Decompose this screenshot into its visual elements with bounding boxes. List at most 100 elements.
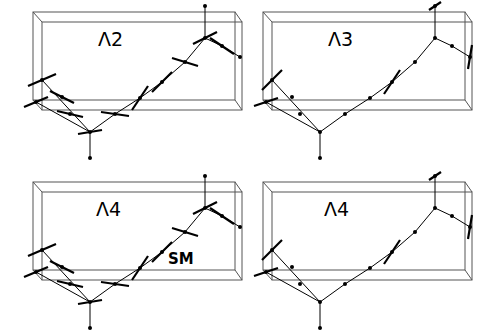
- atom-dot: [433, 174, 437, 178]
- bond-line: [435, 208, 452, 216]
- wireframe-box: [263, 182, 472, 280]
- spin-vector: [193, 202, 217, 214]
- atom-dot: [40, 78, 44, 82]
- atom-dot: [433, 206, 437, 210]
- spin-vector: [254, 268, 278, 276]
- spin-vector: [172, 58, 198, 66]
- spin-vector: [101, 282, 129, 286]
- atom-dot: [468, 225, 472, 229]
- bond-line: [320, 114, 345, 132]
- bond-line: [42, 80, 90, 132]
- atom-dot: [450, 214, 454, 218]
- atom-dot: [343, 112, 347, 116]
- spin-vector: [210, 208, 234, 224]
- atom-dot: [203, 36, 207, 40]
- spin-vector: [50, 261, 74, 273]
- atom-dot: [343, 282, 347, 286]
- spin-vector: [152, 72, 172, 92]
- atom-dot: [138, 96, 142, 100]
- spin-vector: [57, 281, 83, 287]
- atom-dot: [318, 130, 322, 134]
- spin-vector: [254, 98, 278, 106]
- atom-dot: [433, 36, 437, 40]
- atom-dot: [238, 55, 242, 59]
- bond-line: [320, 302, 321, 328]
- atom-dot: [413, 60, 417, 64]
- atom-dot: [318, 326, 322, 330]
- spin-vector: [468, 215, 472, 239]
- atom-dot: [113, 282, 117, 286]
- bond-line: [345, 98, 370, 114]
- atom-dot: [34, 270, 38, 274]
- atom-dot: [34, 100, 38, 104]
- spin-vector: [210, 38, 234, 54]
- bond-line: [115, 98, 140, 114]
- bond-line: [415, 208, 435, 232]
- bond-line: [90, 284, 115, 302]
- bond-line: [435, 176, 436, 208]
- atom-dot: [88, 156, 92, 160]
- spin-vector: [468, 45, 472, 69]
- atom-dot: [203, 206, 207, 210]
- spin-vector: [50, 91, 74, 103]
- bond-line: [435, 6, 436, 38]
- atom-dot: [264, 270, 268, 274]
- panel-label: Λ2: [98, 30, 123, 49]
- panel-label: Λ3: [328, 30, 353, 49]
- atom-dot: [160, 250, 164, 254]
- spin-panel: [24, 174, 242, 330]
- bond-line: [90, 114, 115, 132]
- atom-dot: [298, 112, 302, 116]
- atom-dot: [413, 230, 417, 234]
- atom-dot: [238, 225, 242, 229]
- bond-line: [320, 284, 345, 302]
- spin-panel: [254, 2, 472, 160]
- bond-line: [266, 272, 320, 302]
- bond-line: [90, 132, 91, 158]
- atom-dot: [450, 44, 454, 48]
- bond-line: [435, 38, 452, 46]
- spin-vector: [28, 244, 56, 256]
- atom-dot: [183, 230, 187, 234]
- wireframe-box: [263, 12, 472, 110]
- atom-dot: [433, 4, 437, 8]
- atom-dot: [368, 266, 372, 270]
- bond-line: [36, 102, 90, 132]
- spin-vector: [384, 70, 400, 94]
- atom-dot: [270, 248, 274, 252]
- spin-vector: [262, 70, 282, 90]
- atom-dot: [290, 95, 294, 99]
- spin-vector: [193, 32, 217, 44]
- bond-line: [320, 132, 321, 158]
- atom-dot: [368, 96, 372, 100]
- bond-line: [36, 272, 90, 302]
- atom-dot: [60, 95, 64, 99]
- bond-line: [205, 6, 206, 38]
- spin-vector: [132, 86, 148, 110]
- bond-line: [415, 38, 435, 62]
- spin-vector: [57, 111, 83, 117]
- wireframe-box: [33, 182, 242, 280]
- bond-line: [90, 302, 91, 328]
- spin-vector: [24, 97, 48, 107]
- atom-dot: [264, 100, 268, 104]
- atom-dot: [390, 80, 394, 84]
- atom-dot: [40, 248, 44, 252]
- spin-panel: [254, 172, 472, 330]
- atom-dot: [318, 156, 322, 160]
- atom-dot: [220, 44, 224, 48]
- panel-label: Λ4: [96, 200, 121, 219]
- atom-dot: [318, 300, 322, 304]
- panel-label: Λ4: [324, 200, 349, 219]
- bond-line: [185, 208, 205, 232]
- bond-line: [42, 250, 90, 302]
- atom-dot: [138, 266, 142, 270]
- bond-line: [272, 80, 320, 132]
- atom-dot: [88, 130, 92, 134]
- atom-dot: [160, 80, 164, 84]
- spin-vector: [78, 300, 102, 304]
- spin-vector: [78, 130, 102, 134]
- spin-vector: [132, 256, 148, 280]
